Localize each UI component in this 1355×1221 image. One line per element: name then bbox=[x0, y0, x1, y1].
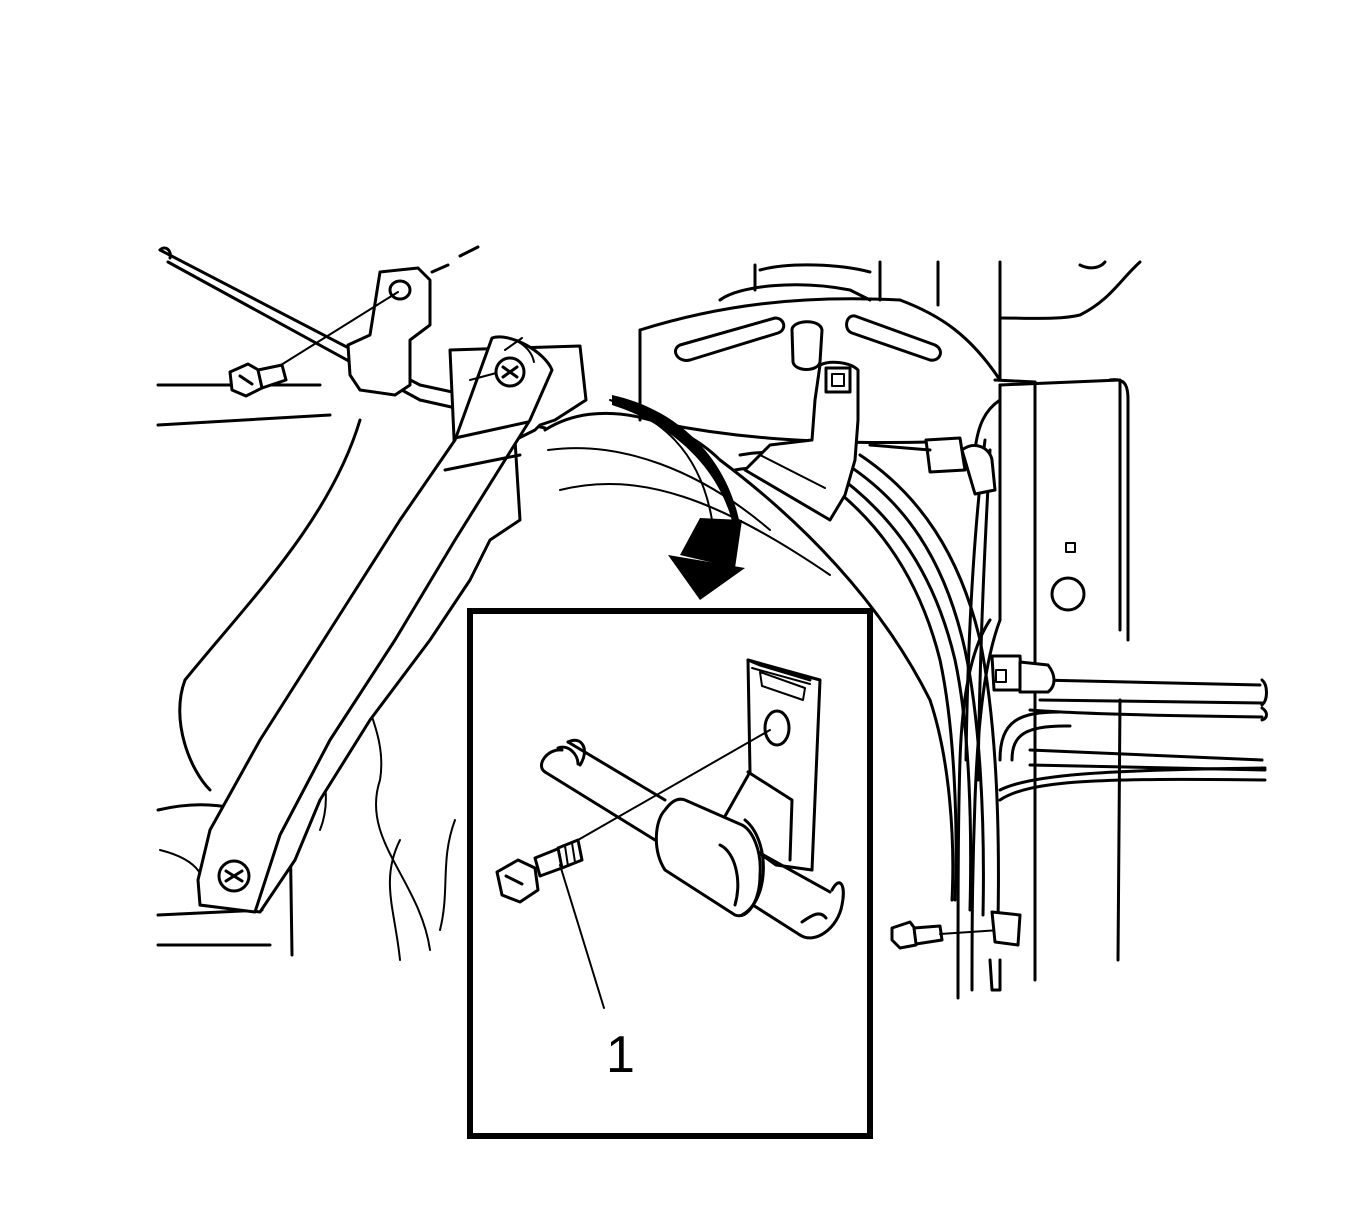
right-strap bbox=[743, 360, 860, 522]
callout-1-leader bbox=[559, 864, 605, 1009]
inset-bolt bbox=[495, 729, 771, 904]
frame-rail bbox=[993, 378, 1130, 982]
upper-body-structure bbox=[638, 260, 1142, 445]
inset-bracket bbox=[718, 658, 822, 872]
harness-connector-upper bbox=[868, 436, 997, 496]
inset-rubber-bushing bbox=[654, 797, 765, 918]
detail-inset: 1 bbox=[467, 608, 873, 1139]
mount-bracket-upper bbox=[346, 245, 480, 397]
round-hole bbox=[1050, 576, 1086, 612]
fuel-tank-strap bbox=[196, 335, 588, 914]
bolt-upper-left-with-path bbox=[228, 291, 399, 398]
square-hole bbox=[1065, 542, 1076, 553]
inset-pipe bbox=[540, 738, 845, 940]
harness-connector-lower bbox=[990, 654, 1056, 694]
callout-1-label: 1 bbox=[606, 1026, 635, 1084]
harness-bundle bbox=[733, 450, 1000, 922]
removal-direction-arrow bbox=[609, 395, 745, 600]
lower-right-bolt bbox=[890, 910, 1022, 950]
brake-lines bbox=[956, 398, 1268, 1000]
strap-bolt-upper bbox=[494, 356, 526, 388]
strap-bolt-lower bbox=[217, 859, 251, 893]
